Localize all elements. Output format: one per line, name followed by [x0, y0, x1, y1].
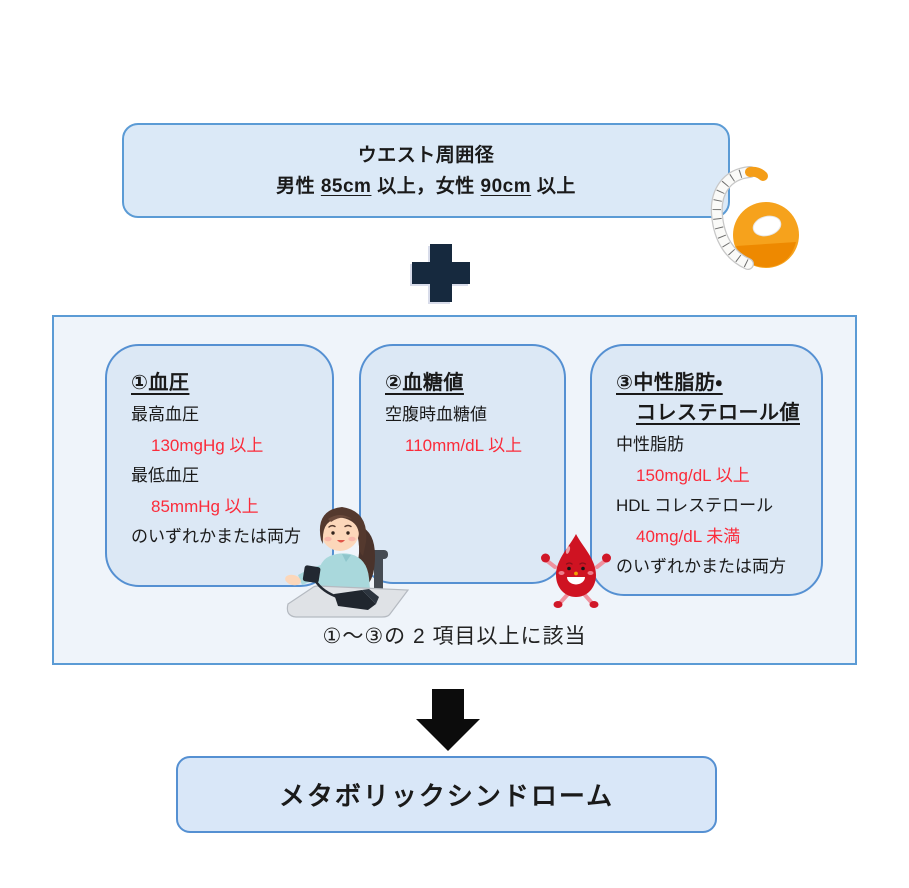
blood-sugar-line1: 空腹時血糖値	[385, 405, 487, 424]
waist-circumference-box: ウエスト周囲径 男性 85cm 以上，女性 90cm 以上	[122, 123, 730, 218]
waist-criteria-prefix: 男性	[276, 175, 321, 197]
blood-pressure-note: のいずれかまたは両方	[131, 527, 301, 546]
criteria-outer-box: ①血圧 最高血圧 130mgHg 以上 最低血圧 85mmHg 以上 のいずれか…	[52, 315, 857, 665]
blood-drop-character	[541, 534, 611, 608]
blood-pressure-value1: 130mgHg 以上	[151, 435, 264, 455]
blood-pressure-box: ①血圧 最高血圧 130mgHg 以上 最低血圧 85mmHg 以上 のいずれか…	[105, 344, 334, 587]
blood-sugar-value1: 110mm/dL 以上	[405, 435, 523, 455]
lipid-value2: 40mg/dL 未満	[636, 526, 741, 546]
blood-pressure-measurement-illustration	[285, 507, 410, 618]
lipid-box: ③中性脂肪・ コレステロール値 中性脂肪 150mg/dL 以上 HDL コレス…	[590, 344, 823, 596]
blood-pressure-heading: ①血圧	[131, 372, 190, 394]
result-label: メタボリックシンドローム	[278, 781, 615, 811]
waist-box-criteria: 男性 85cm 以上，女性 90cm 以上	[276, 171, 576, 202]
lipid-note: のいずれかまたは両方	[616, 557, 786, 576]
waist-criteria-suffix: 以上	[531, 175, 576, 197]
criteria-summary-text: ①〜③の 2 項目以上に該当	[322, 625, 587, 648]
blood-sugar-heading: ②血糖値	[385, 372, 464, 394]
blood-pressure-line1: 最高血圧	[131, 405, 199, 424]
plus-horizontal-bar	[412, 262, 470, 284]
blood-sugar-box: ②血糖値 空腹時血糖値 110mm/dL 以上	[359, 344, 566, 584]
lipid-heading-line1: ③中性脂肪・	[616, 372, 723, 394]
lipid-line2: HDL コレステロール	[616, 496, 774, 515]
lipid-line1: 中性脂肪	[616, 435, 684, 454]
waist-criteria-middle: 以上，女性	[371, 175, 481, 197]
waist-male-value: 85cm	[320, 175, 372, 197]
tape-measure-icon	[710, 166, 799, 270]
waist-female-value: 90cm	[480, 175, 532, 197]
blood-pressure-value2: 85mmHg 以上	[151, 496, 259, 516]
result-box: メタボリックシンドローム	[176, 756, 717, 833]
plus-icon	[412, 244, 470, 302]
waist-box-title: ウエスト周囲径	[357, 144, 495, 166]
down-arrow-icon	[416, 689, 480, 751]
lipid-heading-line2: コレステロール値	[636, 402, 800, 424]
blood-pressure-line2: 最低血圧	[131, 466, 199, 485]
lipid-value1: 150mg/dL 以上	[636, 465, 750, 485]
